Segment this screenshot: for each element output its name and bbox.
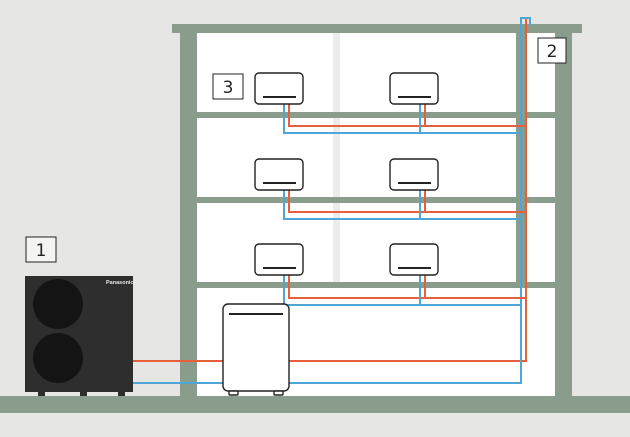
floor-standing-unit: [222, 303, 290, 396]
callout-outdoor-unit: 1: [25, 236, 57, 263]
outdoor-unit-foot: [118, 392, 125, 396]
outdoor-unit: Panasonic: [25, 276, 134, 396]
indoor-unit-f2-right: [389, 158, 439, 191]
indoor-unit-f1-right: [389, 72, 439, 105]
fan-icon: [33, 279, 83, 329]
liquid-riser: [289, 18, 527, 362]
liquid-branch-f3a: [288, 275, 526, 299]
liquid-branch-f2a: [288, 190, 526, 213]
indoor-unit-f3-left: [254, 243, 304, 276]
svg-text:3: 3: [223, 78, 234, 98]
outdoor-unit-brand: Panasonic: [106, 280, 134, 286]
liquid-branch-f1a: [288, 104, 526, 127]
callout-indoor-unit: 3: [212, 73, 244, 100]
floor-slab-3: [180, 282, 572, 288]
svg-text:1: 1: [36, 241, 47, 261]
right-wall: [555, 33, 572, 396]
outdoor-unit-foot: [80, 392, 87, 396]
indoor-unit-f3-right: [389, 243, 439, 276]
left-wall: [180, 33, 197, 408]
refrigerant-piping: [133, 17, 531, 384]
center-divider: [333, 33, 340, 284]
floor-slab-1: [180, 112, 572, 118]
fan-icon: [33, 333, 83, 383]
indoor-unit-f2-left: [254, 158, 304, 191]
roof: [172, 24, 582, 33]
floor-slab-2: [180, 197, 572, 203]
indoor-unit-f1-left: [254, 72, 304, 105]
gas-riser: [289, 17, 531, 384]
ground-footing: [180, 396, 572, 413]
indoor-units: [254, 72, 439, 276]
gas-branch-f1a: [283, 104, 521, 134]
gas-branch-f2a: [283, 190, 521, 220]
outdoor-unit-foot: [38, 392, 45, 396]
callout-refrigerant-riser: 2: [537, 37, 567, 64]
svg-text:2: 2: [547, 42, 558, 62]
